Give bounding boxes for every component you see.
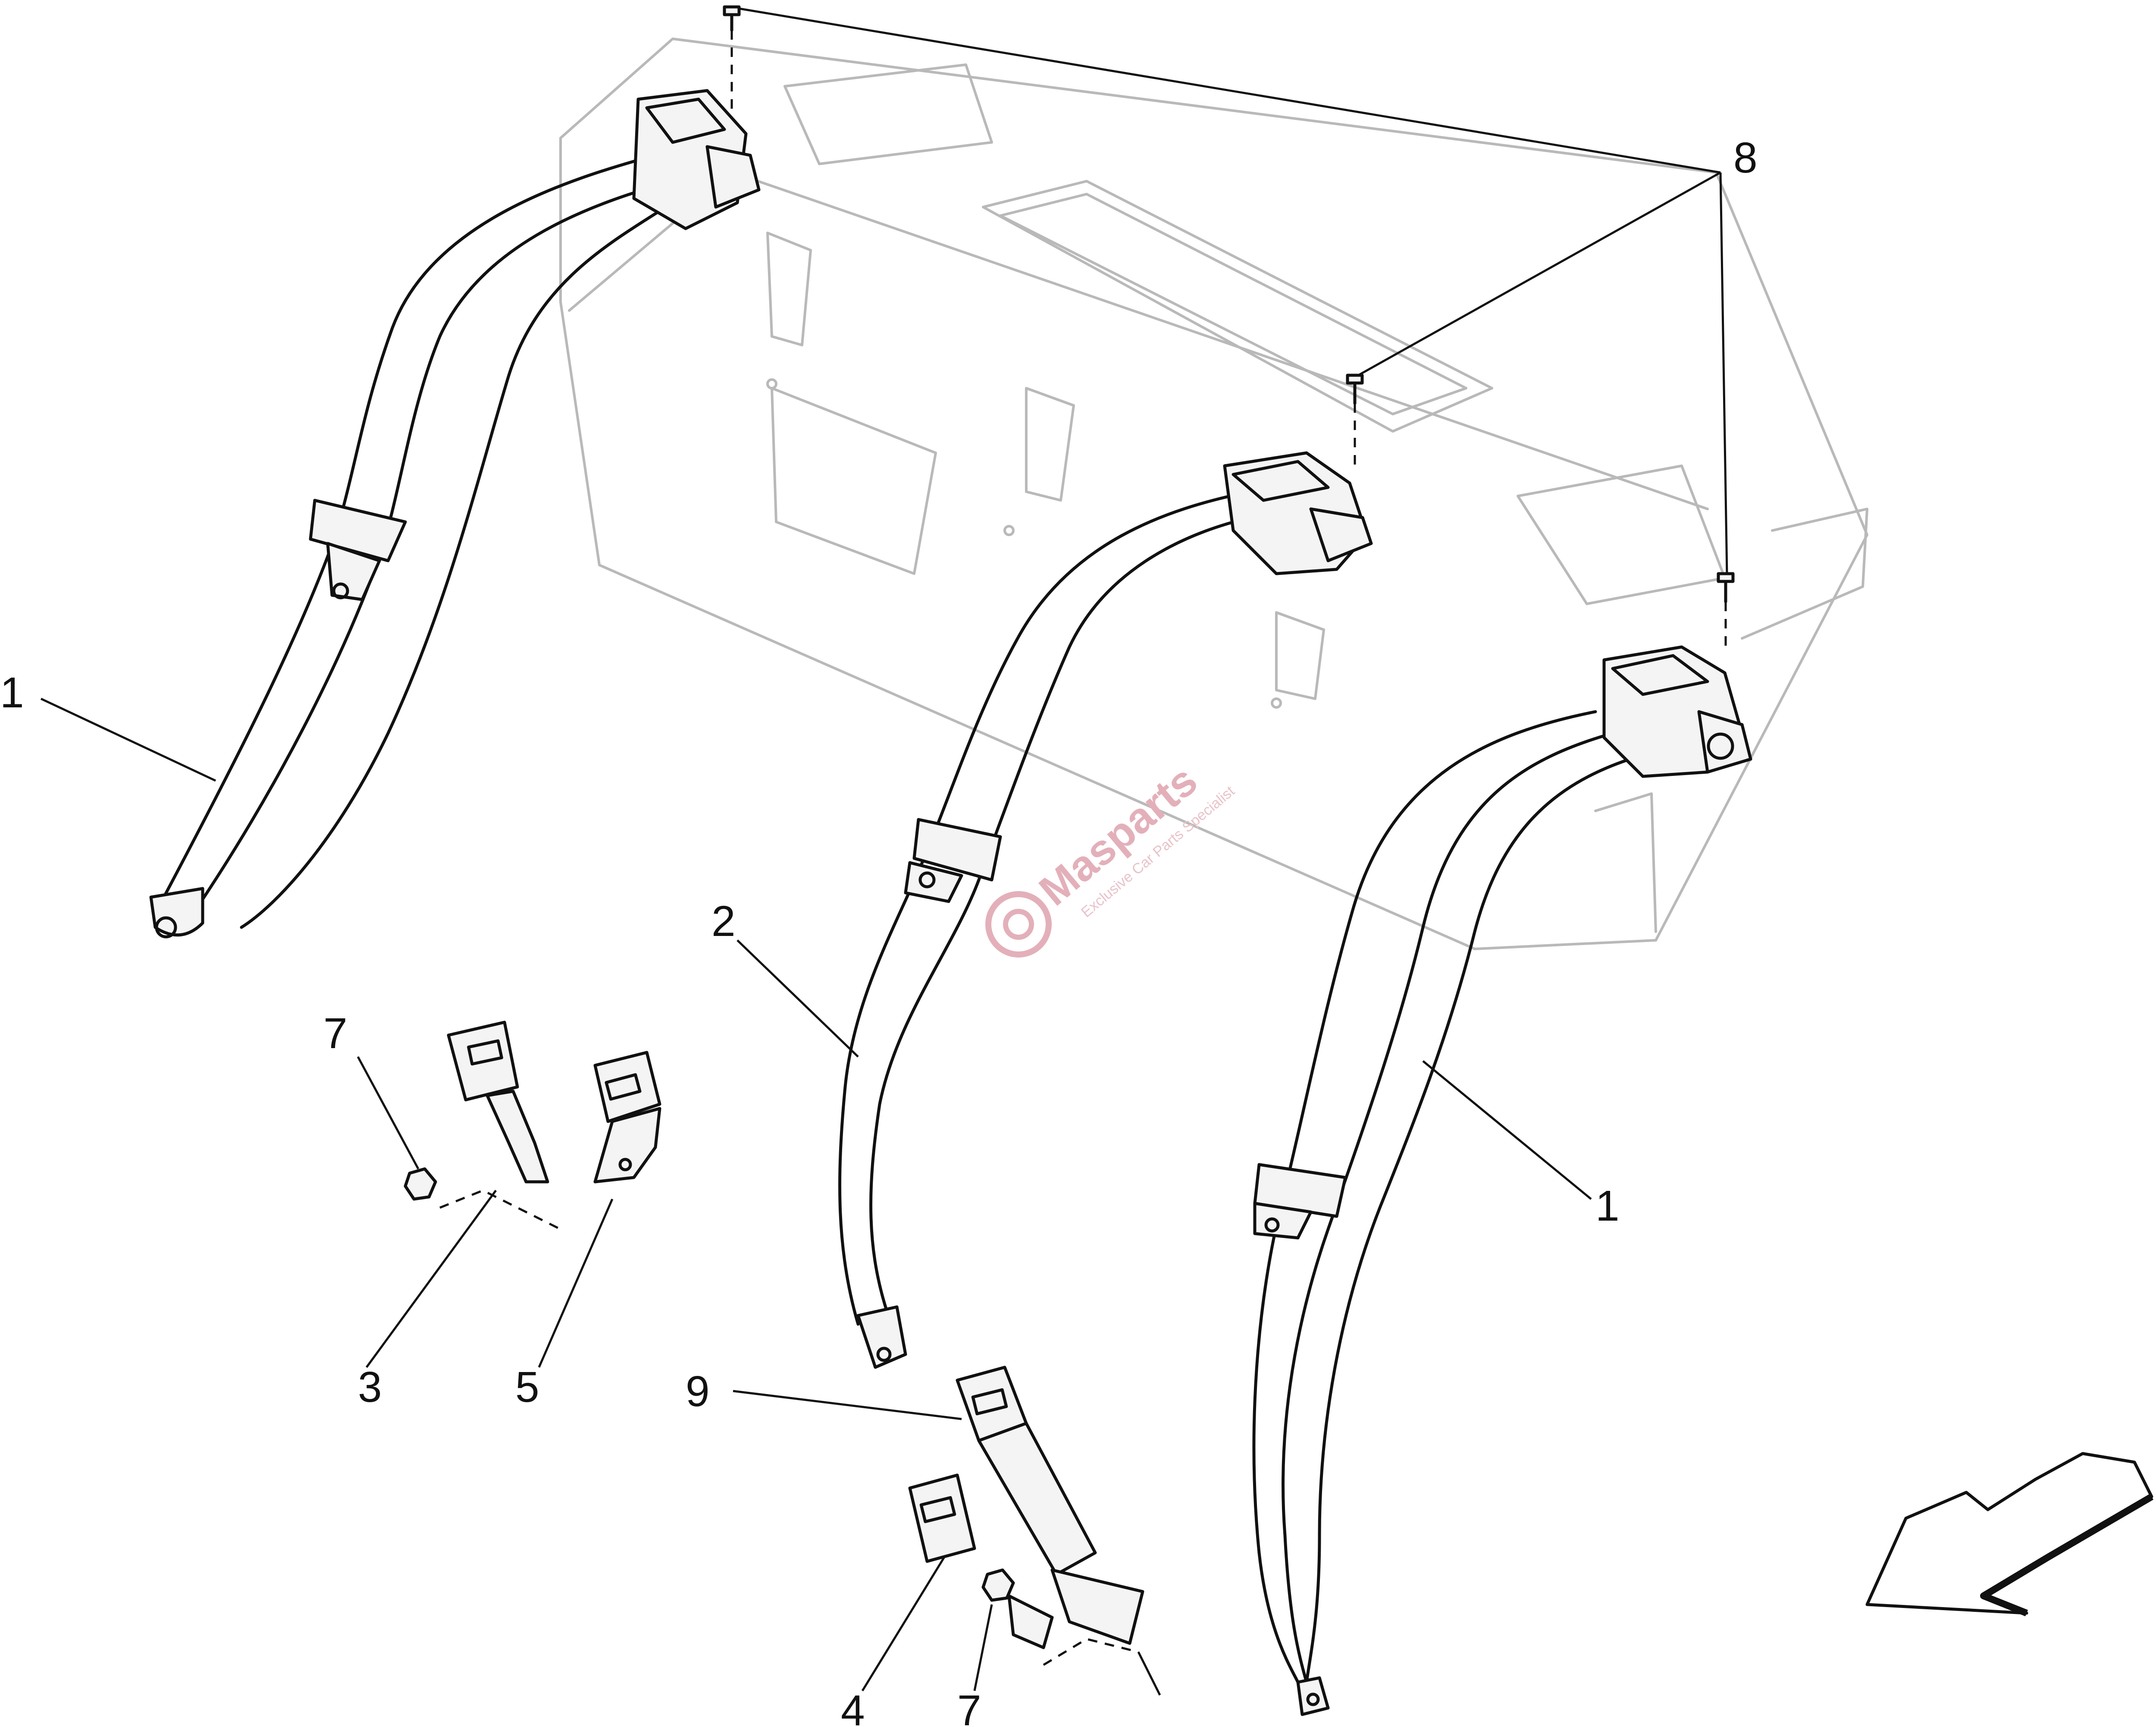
callout-9: 9 (686, 1367, 710, 1416)
bolt-top (723, 5, 741, 32)
callout-4: 4 (841, 1686, 865, 1727)
right-seat-belt (1252, 645, 1752, 1716)
buckle-item-3 (447, 1020, 549, 1184)
callout-2: 2 (711, 897, 736, 945)
nut-item-7-centre (981, 1568, 1015, 1602)
bolt-right (1717, 572, 1735, 603)
masparts-watermark: Masparts Exclusive Car Parts Specialist (985, 756, 1238, 958)
callout-1-right: 1 (1595, 1182, 1620, 1230)
callout-3: 3 (358, 1363, 382, 1411)
callout-8: 8 (1733, 134, 1758, 182)
centre-seat-belt (838, 451, 1373, 1369)
arrow-down-left-icon (1865, 1452, 2154, 1617)
callout-7-left: 7 (323, 1009, 348, 1058)
buckle-item-9 (956, 1366, 1144, 1645)
callout-5: 5 (515, 1363, 539, 1411)
buckle-item-4 (908, 1473, 976, 1563)
leader-lines (40, 7, 1728, 1696)
bolt-middle (1346, 374, 1364, 405)
callout-1-left: 1 (0, 669, 24, 717)
callout-7-centre: 7 (957, 1686, 981, 1727)
buckle-item-5 (593, 1051, 661, 1184)
left-seat-belt (149, 89, 761, 939)
nut-item-7-left (404, 1167, 437, 1201)
masparts-logo-icon (985, 891, 1052, 958)
